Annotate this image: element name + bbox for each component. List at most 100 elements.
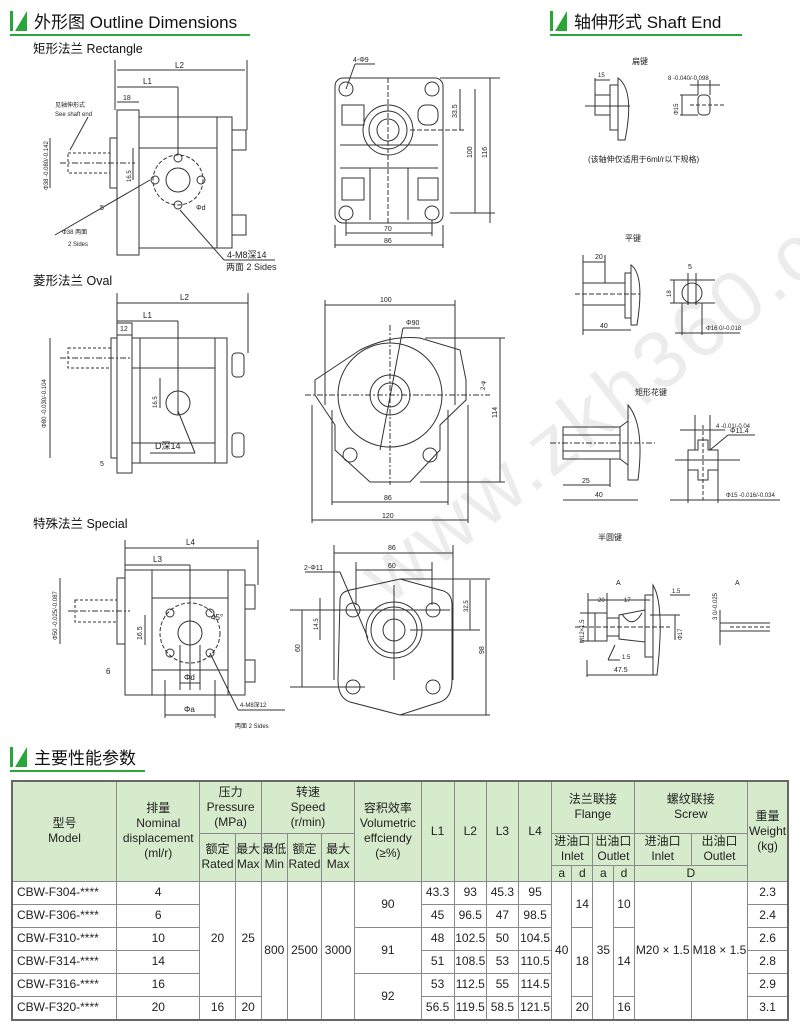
dim-16-5: 16.5	[153, 396, 159, 408]
see-shaft-cn: 见轴伸形式	[55, 101, 85, 109]
cell-speed-rated: 2500	[286, 880, 323, 1020]
dim-17: 17	[624, 598, 631, 604]
cell-press-rated: 20	[199, 880, 236, 997]
header-outlet-a: a	[592, 864, 615, 882]
m8-sides: 两面 2 Sides	[235, 723, 269, 730]
dim-phid: Φd	[196, 205, 206, 212]
table-row: CBW-F316-**** 16 92 53 112.5 55 114.5 2.…	[11, 972, 789, 1020]
cell-L2: 112.5	[453, 972, 487, 997]
cell-model: CBW-F310-****	[11, 926, 118, 951]
cell-L3: 58.5	[485, 995, 520, 1020]
cell-L4: 98.5	[517, 903, 553, 928]
oval-front-view-drawing: 100 Φ90 2-φ 114 86 120	[305, 297, 505, 523]
dim-6: 6	[106, 667, 111, 676]
dim-20: 20	[595, 254, 603, 261]
cell-L1: 43.3	[420, 880, 455, 905]
header-L4: L4	[517, 780, 553, 882]
dim-phi15: Φ15	[674, 103, 680, 115]
cell-L3: 55	[485, 972, 520, 997]
cell-weight: 2.8	[747, 949, 789, 974]
cell-displacement: 6	[116, 903, 201, 928]
cell-L3: 53	[485, 949, 520, 974]
dim-16-5: 16.5	[137, 626, 144, 640]
cell-efficiency: 91	[354, 926, 422, 974]
dim-L1: L1	[143, 311, 152, 320]
see-shaft-en: See shaft end	[55, 112, 92, 118]
dim-5: 5	[100, 205, 104, 212]
cell-screw-outlet: M18 × 1.5	[690, 880, 749, 1020]
header-inlet-a: a	[551, 864, 573, 882]
spline-key-label: 矩形花键	[635, 387, 667, 397]
dim-98: 98	[479, 646, 486, 654]
cell-efficiency: 92	[354, 972, 422, 1020]
cell-model: CBW-F320-****	[11, 995, 118, 1020]
slot-2-phi: 2-φ	[481, 381, 487, 390]
dim-40: 40	[595, 492, 603, 499]
dim-12: 12	[120, 326, 128, 333]
dim-w3: 3 0/-0.025	[713, 592, 719, 620]
m8-sides: 两面 2 Sides	[226, 262, 277, 272]
parallel-key-shaft-drawing: 平键 20 40 5 18 Φ16 0/-0.018	[575, 233, 742, 335]
cell-press-rated: 16	[199, 995, 236, 1020]
cell-L4: 110.5	[517, 949, 553, 974]
cell-L1: 56.5	[420, 995, 455, 1020]
table-row: CBW-F314-**** 14 51 108.5 53 110.5 2.8	[11, 949, 789, 974]
cell-flange-in-d: 18	[571, 926, 594, 997]
special-flange-label: 特殊法兰 Special	[33, 517, 128, 531]
cell-weight: 2.3	[747, 880, 789, 905]
woodruff-key-shaft-drawing: 半圆键 A A 20 17 1.5 M12×1.5 1.5 Φ17 47.5 3…	[575, 532, 770, 677]
cell-press-max: 25	[234, 880, 262, 997]
oval-side-view-drawing: L2 L1 12 Φ80 -0.030/-0.104 16.5 D深14 5	[42, 293, 249, 474]
flat-key-shaft-drawing: 扁键 15 8 -0.040/-0.098 Φ15 (该轴伸仅适用于6ml/r以…	[585, 56, 725, 164]
shaft-end-title-text: 轴伸形式 Shaft End	[574, 13, 722, 32]
rectangle-flange-label: 矩形法兰 Rectangle	[33, 42, 143, 56]
rectangle-front-view-drawing: 4-Φ9 33.5 100 116 70 86	[334, 57, 500, 248]
dim-phia: Φa	[184, 705, 195, 714]
cell-flange-out-a: 35	[592, 880, 615, 1020]
flat-key-note: (该轴伸仅适用于6ml/r以下规格)	[588, 154, 699, 164]
oval-flange-label: 菱形法兰 Oval	[33, 274, 113, 288]
dim-60: 60	[388, 563, 396, 570]
dim-32-5: 32.5	[464, 600, 470, 612]
taper-1-5: 1.5	[622, 655, 631, 661]
dim-L1: L1	[143, 77, 152, 86]
cell-displacement: 4	[116, 880, 201, 905]
section-marker-icon	[10, 746, 28, 767]
dim-15: 15	[598, 73, 605, 79]
dim-70: 70	[384, 226, 392, 233]
dim-w4: 4 -0.01/-0.04	[716, 424, 751, 430]
m8-threads: 4-M8深12	[240, 701, 267, 709]
table-row: CBW-F306-**** 6 45 96.5 47 98.5 2.4	[11, 903, 789, 928]
cell-flange-out-d: 16	[613, 995, 635, 1020]
section-marker-icon	[550, 10, 568, 31]
table-row: CBW-F304-**** 4 20 25 800 2500 3000 90 4…	[11, 880, 789, 1020]
header-L2: L2	[453, 780, 487, 882]
dim-L4: L4	[186, 538, 195, 547]
cell-displacement: 20	[116, 995, 201, 1020]
phi38-sides: Φ38 两面	[62, 229, 87, 236]
spline-key-shaft-drawing: 矩形花键 25 40 4 -0.01/-0.04 Φ11.4 Φ15 -0.01…	[550, 387, 780, 503]
cell-press-max: 20	[234, 995, 262, 1020]
performance-section-title: 主要性能参数	[10, 744, 145, 772]
holes-2-phi11: 2-Φ11	[304, 565, 323, 572]
dim-phi16: Φ16 0/-0.018	[706, 326, 742, 332]
cell-L4: 95	[517, 880, 553, 905]
cell-L1: 51	[420, 949, 455, 974]
cell-L3: 47	[485, 903, 520, 928]
cell-model: CBW-F316-****	[11, 972, 118, 997]
dim-47-5: 47.5	[614, 667, 628, 674]
dim-40: 40	[600, 323, 608, 330]
dim-120: 120	[382, 513, 394, 520]
table-row: CBW-F310-**** 10 91 48 102.5 50 104.5 18…	[11, 926, 789, 997]
cell-screw-inlet: M20 × 1.5	[633, 880, 692, 1020]
